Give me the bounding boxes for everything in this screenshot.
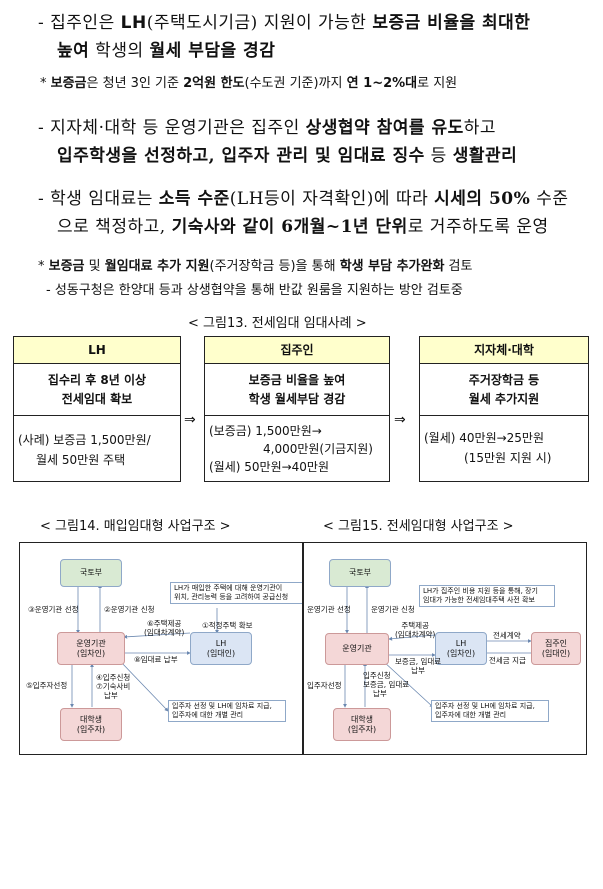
fig14-label-d: ①적정주택 확보 <box>202 621 253 630</box>
para-1-line-1: - 집주인은 LH(주택도시기금) 지원이 가능한 보증금 비율을 최대한 <box>38 13 531 33</box>
fig13-col-lh-body: (사례) 보증금 1,500만원/월세 50만원 주택 <box>18 433 151 467</box>
fig15-label-e: 전세계약 <box>493 631 521 640</box>
fig15-label-f: 전세금 지급 <box>489 656 526 665</box>
fig13-col-lh-head: LH <box>14 337 180 364</box>
fig14-node-molit: 국토부 <box>60 559 122 587</box>
fig15-node-molit: 국토부 <box>329 559 391 587</box>
fig15-node-student: 대학생(입주자) <box>333 708 391 741</box>
fig14-label-f: ⑤입주자선정 <box>26 681 68 690</box>
para-6: - 성동구청은 한양대 등과 상생협약을 통해 반값 원룸을 지원하는 방안 검… <box>46 283 463 298</box>
fig13-arrow-2: ⇒ <box>394 412 406 428</box>
fig14-label-a: ③운영기관 선정 <box>28 605 79 614</box>
para-5: * 보증금 및 월임대료 추가 지원(주거장학금 등)을 통해 학생 부담 추가… <box>38 259 473 274</box>
fig13-col-owner-body: (보증금) 1,500만원→4,000만원(기금지원)(월세) 50만원→40만… <box>209 424 373 474</box>
fig15-label-c: 주택제공(임대차계약) <box>395 621 436 639</box>
para-4-line-2: 으로 책정하고, 기숙사와 같이 6개월~1년 단위로 거주하도록 운영 <box>57 217 549 237</box>
fig14-label-e: ⑧임대료 납부 <box>134 655 178 664</box>
fig15-label-g: 입주자선정 <box>307 681 342 690</box>
fig14-caption: < 그림14. 매입임대형 사업구조 > <box>40 519 231 534</box>
fig14-label-b: ②운영기관 신청 <box>104 605 155 614</box>
para-1-line-2: 높여 학생의 월세 부담을 경감 <box>57 41 276 61</box>
fig14-node-lh: LH(임대인) <box>190 632 252 665</box>
fig13-col-local-body: (월세) 40만원→25만원(15만원 지원 시) <box>424 431 552 465</box>
fig14-note-2: 입주자 선정 및 LH에 임차료 지급,입주자에 대한 개별 관리 <box>168 700 286 722</box>
para-3-line-2: 입주학생을 선정하고, 입주자 관리 및 임대료 징수 등 생활관리 <box>57 146 518 166</box>
fig15-connectors <box>343 584 532 708</box>
fig13-col-owner-head: 집주인 <box>205 337 389 364</box>
fig15-node-owner: 집주인(임대인) <box>531 632 581 665</box>
fig14-diagram: 국토부 운영기관(임차인) LH(임대인) 대학생(입주자) LH가 매입한 주… <box>19 542 304 755</box>
fig13-caption: < 그림13. 전세임대 임대사례 > <box>188 316 367 331</box>
para-3-line-1: - 지자체·대학 등 운영기관은 집주인 상생협약 참여를 유도하고 <box>38 118 497 138</box>
fig15-caption: < 그림15. 전세임대형 사업구조 > <box>323 519 514 534</box>
fig15-label-b: 운영기관 신청 <box>371 605 415 614</box>
fig14-node-operator: 운영기관(임차인) <box>57 632 125 665</box>
fig15-diagram: 국토부 운영기관 LH(임차인) 집주인(임대인) 대학생(입주자) LH가 집… <box>302 542 587 755</box>
fig15-node-operator: 운영기관 <box>325 633 389 665</box>
fig15-node-lh: LH(임차인) <box>435 632 487 665</box>
para-4-line-1: - 학생 임대료는 소득 수준(LH등이 자격확인)에 따라 시세의 50% 수… <box>38 189 569 209</box>
fig15-label-a: 운영기관 선정 <box>307 605 351 614</box>
fig13-arrow-1: ⇒ <box>184 412 196 428</box>
fig14-label-c: ⑥주택제공(임대차계약) <box>144 619 185 637</box>
fig13-col-local-head: 지자체·대학 <box>420 337 588 364</box>
para-2: * 보증금은 청년 3인 기준 2억원 한도(수도권 기준)까지 연 1~2%대… <box>40 76 458 91</box>
fig14-node-student: 대학생(입주자) <box>60 708 122 741</box>
fig15-note-2: 입주자 선정 및 LH에 임차료 지급,입주자에 대한 개별 관리 <box>431 700 549 722</box>
fig14-connectors <box>70 584 219 712</box>
